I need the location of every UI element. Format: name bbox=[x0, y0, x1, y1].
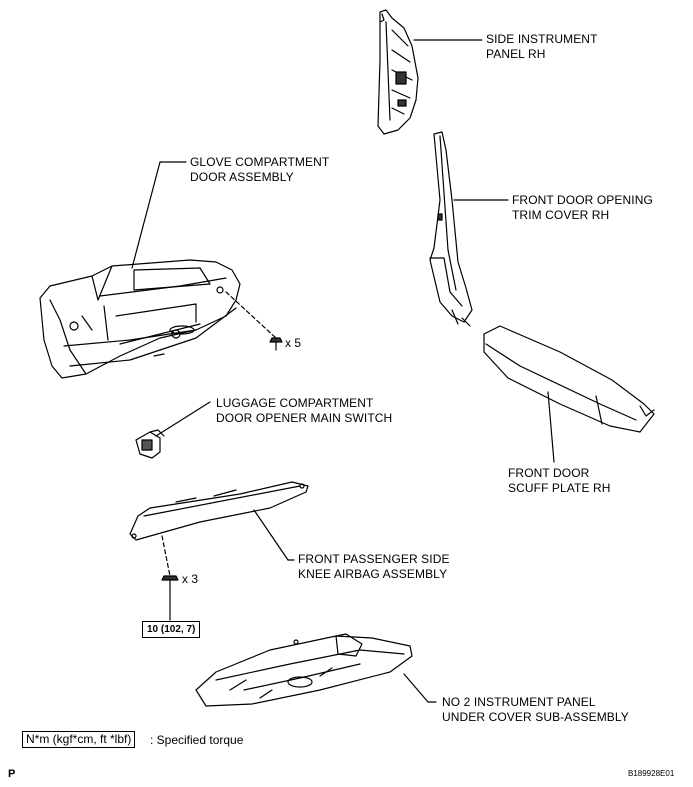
glove-compartment-part bbox=[39, 259, 241, 379]
figure-code: B189928E01 bbox=[628, 769, 675, 778]
label-front-door-opening-trim: FRONT DOOR OPENING TRIM COVER RH bbox=[512, 193, 653, 222]
torque-unit-legend-box: N*m (kgf*cm, ft *lbf) bbox=[22, 731, 136, 748]
screw-x5-icon bbox=[269, 337, 283, 351]
corner-letter: P bbox=[8, 768, 16, 780]
glove-screw-quantity: x 5 bbox=[285, 336, 302, 350]
front-door-scuff-leader bbox=[547, 391, 555, 463]
under-cover-leader bbox=[403, 673, 429, 703]
glove-screw-dashed-line bbox=[225, 291, 277, 339]
glove-compartment-leader bbox=[131, 161, 161, 269]
luggage-switch-leader bbox=[155, 401, 211, 437]
label-under-cover: NO 2 INSTRUMENT PANEL UNDER COVER SUB-AS… bbox=[442, 695, 629, 724]
label-front-door-scuff: FRONT DOOR SCUFF PLATE RH bbox=[508, 466, 611, 495]
side-instrument-panel-part bbox=[377, 9, 419, 135]
front-door-opening-trim-part bbox=[429, 131, 473, 327]
label-side-instrument-panel: SIDE INSTRUMENT PANEL RH bbox=[486, 32, 598, 61]
torque-legend-description: : Specified torque bbox=[150, 733, 244, 747]
front-door-scuff-part bbox=[483, 325, 655, 433]
knee-airbag-part bbox=[129, 481, 309, 541]
bolt-x3-icon bbox=[161, 575, 179, 589]
label-luggage-switch: LUGGAGE COMPARTMENT DOOR OPENER MAIN SWI… bbox=[216, 396, 393, 425]
airbag-bolt-dashed-line bbox=[161, 535, 171, 577]
label-glove-compartment: GLOVE COMPARTMENT DOOR ASSEMBLY bbox=[190, 155, 330, 184]
torque-value-box: 10 (102, 7) bbox=[142, 621, 201, 638]
label-knee-airbag: FRONT PASSENGER SIDE KNEE AIRBAG ASSEMBL… bbox=[298, 552, 450, 581]
under-cover-part bbox=[195, 633, 413, 707]
luggage-switch-part bbox=[135, 429, 165, 459]
airbag-bolt-quantity: x 3 bbox=[182, 572, 199, 586]
knee-airbag-leader bbox=[253, 509, 289, 561]
